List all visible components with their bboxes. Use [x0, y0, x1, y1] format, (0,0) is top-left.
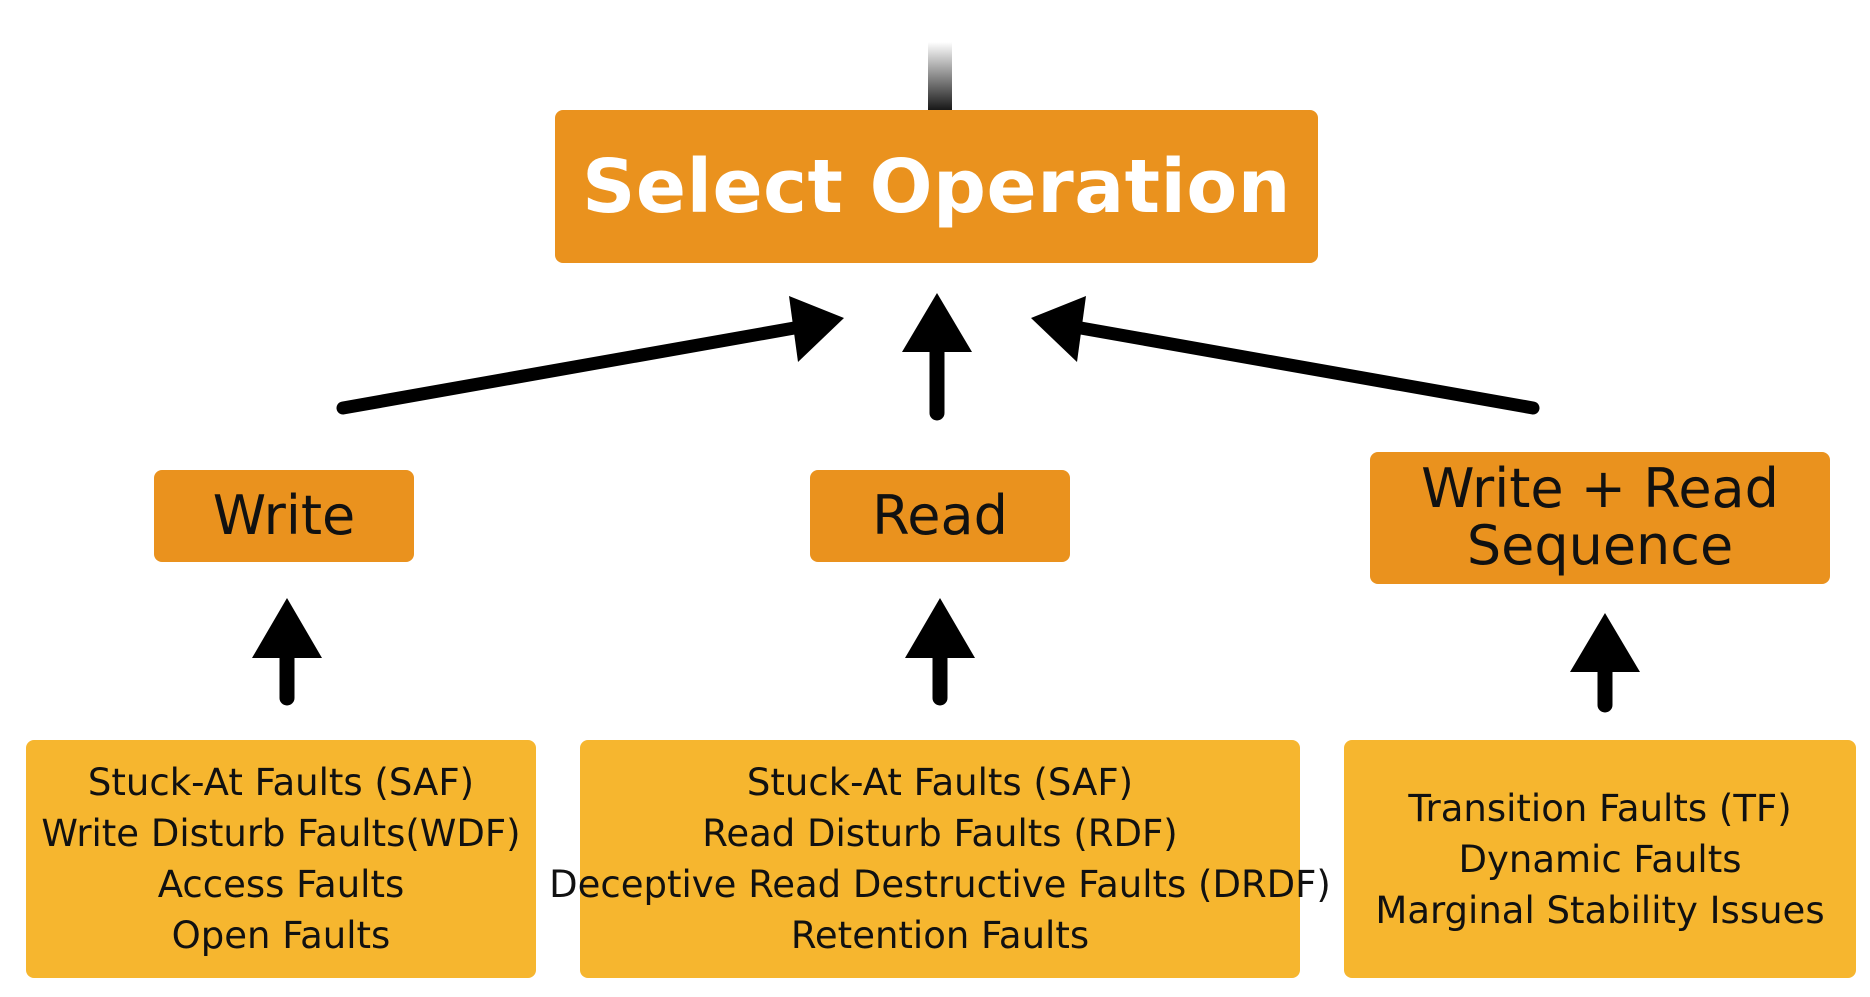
read-operation-box: Read	[810, 470, 1070, 562]
arrow-writeread-faults-to-writeread	[1570, 613, 1640, 713]
arrow-write-faults-to-write	[252, 598, 322, 706]
fault-item: Retention Faults	[790, 914, 1090, 957]
fault-item: Marginal Stability Issues	[1375, 888, 1825, 932]
arrow-read-faults-to-read	[905, 598, 975, 706]
fault-item: Stuck-At Faults (SAF)	[746, 761, 1134, 804]
fault-item: Read Disturb Faults (RDF)	[702, 812, 1178, 855]
arrow-writeread-to-select	[1031, 296, 1540, 415]
fault-item: Access Faults	[157, 863, 405, 906]
fault-item: Dynamic Faults	[1458, 837, 1742, 881]
fault-item: Write Disturb Faults(WDF)	[41, 812, 521, 855]
arrow-write-to-select	[336, 296, 844, 415]
fault-item: Stuck-At Faults (SAF)	[87, 761, 475, 804]
write-faults-box: Stuck-At Faults (SAF) Write Disturb Faul…	[26, 740, 536, 978]
incoming-connector-line	[928, 42, 952, 112]
read-faults-box: Stuck-At Faults (SAF) Read Disturb Fault…	[549, 740, 1331, 978]
fault-item: Deceptive Read Destructive Faults (DRDF)	[549, 863, 1331, 906]
write-read-sequence-box: Write + Read Sequence	[1370, 452, 1830, 584]
read-operation-label: Read	[872, 483, 1008, 547]
write-operation-label: Write	[212, 483, 356, 547]
arrow-read-to-select	[902, 293, 972, 421]
select-operation-box: Select Operation	[555, 110, 1318, 263]
select-operation-label: Select Operation	[582, 143, 1291, 230]
write-read-faults-box: Transition Faults (TF) Dynamic Faults Ma…	[1344, 740, 1856, 978]
fault-item: Transition Faults (TF)	[1408, 786, 1792, 830]
write-operation-box: Write	[154, 470, 414, 562]
write-read-sequence-label: Write + Read Sequence	[1421, 457, 1779, 577]
fault-item: Open Faults	[171, 914, 391, 957]
